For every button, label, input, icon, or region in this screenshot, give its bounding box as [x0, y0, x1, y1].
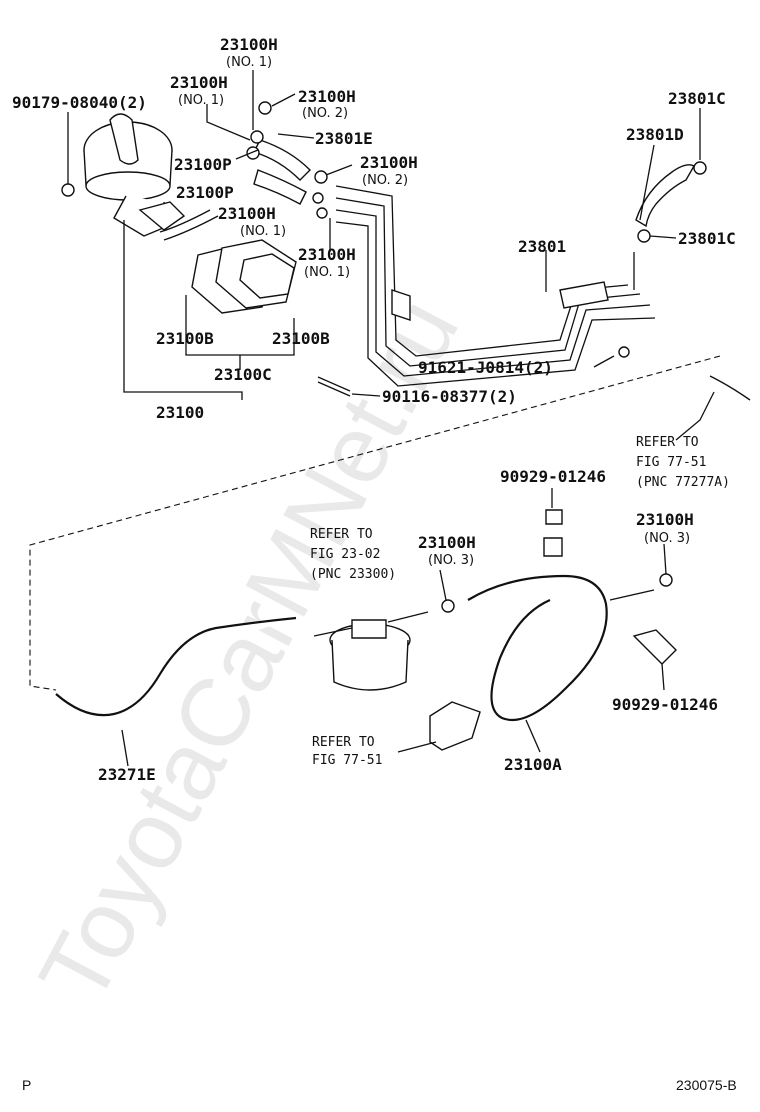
- label-23100P-b: 23100P: [176, 183, 234, 202]
- filter-bracket: [429, 701, 481, 751]
- label-90116-08377: 90116-08377(2): [382, 387, 517, 406]
- label-no1-top: (NO. 1): [226, 55, 272, 70]
- page-mark: P: [22, 1077, 31, 1093]
- pump-outlet-hoses: [246, 101, 328, 219]
- label-no1-c: (NO. 1): [304, 265, 350, 280]
- label-pnc-77277A: (PNC 77277A): [636, 475, 730, 490]
- label-23100A: 23100A: [504, 755, 562, 774]
- label-no1-left: (NO. 1): [178, 93, 224, 108]
- label-90929-01246-bottom: 90929-01246: [612, 695, 718, 714]
- page-code: 230075-B: [676, 1077, 737, 1093]
- label-23100H-c: 23100H: [298, 245, 356, 264]
- label-no2-mid: (NO. 2): [302, 106, 348, 121]
- label-no3-left: (NO. 3): [428, 553, 474, 568]
- label-23100H-left: 23100H: [170, 73, 228, 92]
- label-23100H-right: 23100H: [360, 153, 418, 172]
- reference-dashed-line: [29, 355, 721, 691]
- label-fig-77-51-b: FIG 77-51: [312, 753, 382, 768]
- label-23100C: 23100C: [214, 365, 272, 384]
- label-91621-J0814: 91621-J0814(2): [418, 358, 553, 377]
- label-23100H-no3-right: 23100H: [636, 510, 694, 529]
- pump-gaskets: [191, 239, 297, 314]
- leader-lines: [67, 70, 715, 767]
- label-23271E: 23271E: [98, 765, 156, 784]
- label-23100B-right: 23100B: [272, 329, 330, 348]
- label-23801E: 23801E: [315, 129, 373, 148]
- label-no1-b: (NO. 1): [240, 224, 286, 239]
- label-23801C-mid: 23801C: [678, 229, 736, 248]
- fuel-line-assembly: [335, 185, 656, 387]
- label-23100H-mid: 23100H: [298, 87, 356, 106]
- label-no2-right: (NO. 2): [362, 173, 408, 188]
- fuel-pump-body: [61, 113, 219, 241]
- part-labels: 23100H (NO. 1) 23100H (NO. 1) 23100H (NO…: [12, 35, 736, 784]
- label-90179-08040: 90179-08040(2): [12, 93, 147, 112]
- hose-23271E: [55, 616, 297, 717]
- label-fig-77-51-a: FIG 77-51: [636, 455, 706, 470]
- label-23801D: 23801D: [626, 125, 684, 144]
- label-fig-23-02: FIG 23-02: [310, 547, 380, 562]
- label-pnc-23300: (PNC 23300): [310, 567, 396, 582]
- label-23801: 23801: [518, 237, 566, 256]
- label-23100H-no3-left: 23100H: [418, 533, 476, 552]
- label-refer-to-filter: REFER TO: [310, 527, 373, 542]
- fuel-filter: [313, 611, 429, 691]
- label-refer-to-a: REFER TO: [636, 435, 699, 450]
- label-23100H-b: 23100H: [218, 204, 276, 223]
- label-23100H-top: 23100H: [220, 35, 278, 54]
- label-refer-to-b: REFER TO: [312, 735, 375, 750]
- label-23100B-left: 23100B: [156, 329, 214, 348]
- label-23801C-top: 23801C: [668, 89, 726, 108]
- hose-23100A: [441, 509, 677, 722]
- label-23100P-a: 23100P: [174, 155, 232, 174]
- hose-23801D: [635, 161, 707, 243]
- label-90929-01246-top: 90929-01246: [500, 467, 606, 486]
- tank-hose-stub: [709, 375, 751, 401]
- label-no3-right: (NO. 3): [644, 531, 690, 546]
- stud-and-bolt: [317, 376, 351, 397]
- label-23100: 23100: [156, 403, 204, 422]
